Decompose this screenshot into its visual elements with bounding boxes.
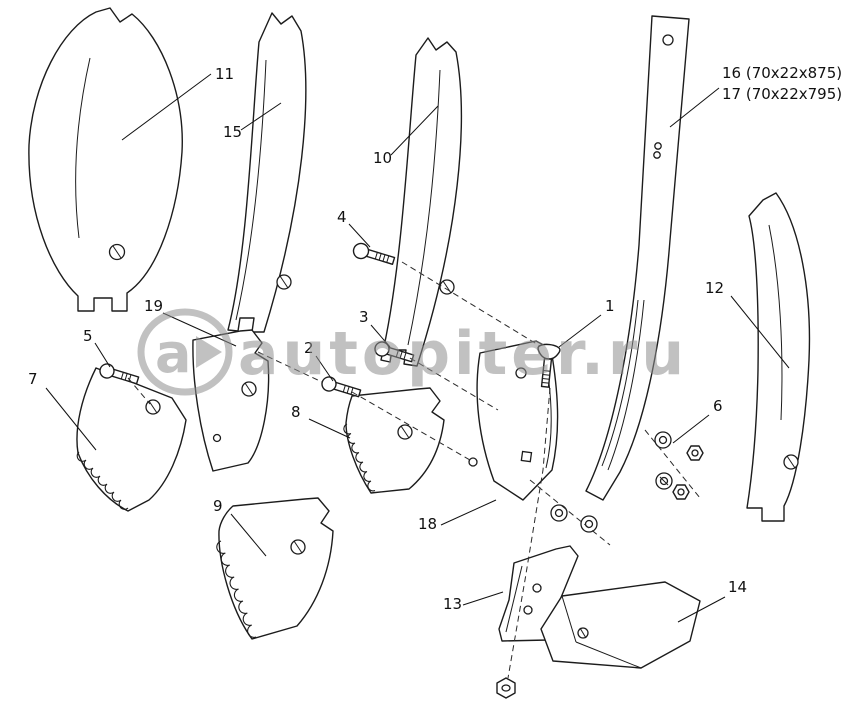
washer-nut-set-6 <box>654 431 704 500</box>
bolt-hole <box>523 605 533 615</box>
label-10: 10 <box>373 149 392 167</box>
part-8-share <box>343 387 445 494</box>
label-7: 7 <box>28 370 38 388</box>
label-6: 6 <box>713 397 723 415</box>
part-10-shank <box>380 37 463 367</box>
label-1: 1 <box>605 297 615 315</box>
washer-pair <box>550 504 598 533</box>
label-9: 9 <box>213 497 223 515</box>
watermark-logo-circle <box>137 308 233 396</box>
part-14-plate <box>540 581 701 669</box>
part-9-share <box>216 497 334 640</box>
bolt-hole <box>515 367 527 379</box>
label-19: 19 <box>144 297 163 315</box>
part-16-17-tine-bar <box>585 15 690 501</box>
label-13: 13 <box>443 595 462 613</box>
label-3: 3 <box>359 308 369 326</box>
label-5: 5 <box>83 327 93 345</box>
label-12: 12 <box>705 279 724 297</box>
part-18-holder <box>468 340 559 501</box>
part-7-point <box>76 367 187 512</box>
assembly-axes <box>127 261 701 679</box>
label-17: 17 (70x22x795) <box>722 85 842 103</box>
bolt-hole <box>532 583 542 593</box>
label-16: 16 (70x22x875) <box>722 64 842 82</box>
label-2: 2 <box>304 339 314 357</box>
bolt-5 <box>99 363 140 385</box>
bolt-1 <box>537 343 561 388</box>
callout-labels: 11 15 10 16 (70x22x875) 17 (70x22x795) 4… <box>28 64 842 613</box>
watermark: a autopiter.ru <box>137 308 688 396</box>
pin-hole <box>653 151 661 159</box>
part-15-shank <box>227 12 307 333</box>
leader-lines <box>45 73 790 623</box>
label-4: 4 <box>337 208 347 226</box>
part-11-blade <box>28 7 183 312</box>
label-8: 8 <box>291 403 301 421</box>
watermark-arrow-icon <box>196 336 222 368</box>
label-11: 11 <box>215 65 234 83</box>
watermark-logo-letter: a <box>155 322 191 385</box>
bolt-hole <box>662 34 674 46</box>
bolt-3 <box>374 341 415 363</box>
label-14: 14 <box>728 578 747 596</box>
square-hole <box>520 450 533 463</box>
watermark-text: autopiter.ru <box>238 319 688 389</box>
bolt-4 <box>352 242 396 265</box>
pin-hole <box>212 433 222 443</box>
bottom-nut <box>496 677 516 699</box>
pin-hole <box>468 457 478 467</box>
label-18: 18 <box>418 515 437 533</box>
label-15: 15 <box>223 123 242 141</box>
part-12-blade <box>746 192 811 522</box>
pin-hole <box>654 142 662 150</box>
part-19-plate <box>192 329 270 472</box>
